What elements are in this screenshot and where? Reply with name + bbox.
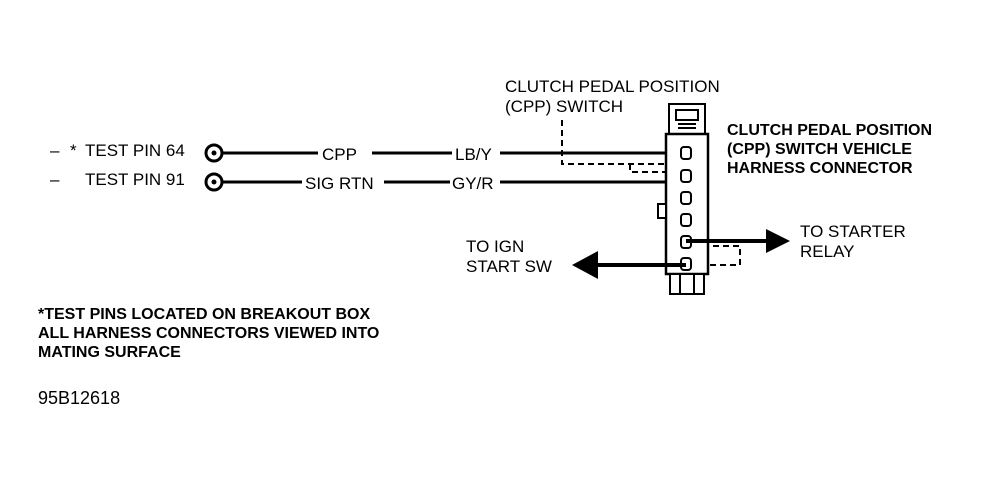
cpp-switch-dashed-lines bbox=[561, 120, 741, 266]
note-line-3: MATING SURFACE bbox=[38, 344, 181, 361]
cpp-wire-color: LB/Y bbox=[455, 145, 492, 164]
connector-label-line-1: CLUTCH PEDAL POSITION bbox=[727, 122, 932, 139]
note-line-1: *TEST PINS LOCATED ON BREAKOUT BOX bbox=[38, 306, 370, 323]
ign-label-line-1: TO IGN bbox=[466, 237, 524, 256]
connector-label-line-3: HARNESS CONNECTOR bbox=[727, 160, 913, 177]
sig-rtn-wire-color: GY/R bbox=[452, 174, 494, 193]
cpp-circuit-label: CPP bbox=[322, 145, 357, 164]
note-line-2: ALL HARNESS CONNECTORS VIEWED INTO bbox=[38, 325, 379, 342]
test-pin-64-asterisk: * bbox=[70, 141, 77, 160]
harness-connector bbox=[657, 103, 710, 295]
starter-relay-arrow-icon bbox=[686, 229, 790, 253]
figure-code: 95B12618 bbox=[38, 388, 120, 408]
test-pin-64-jack-icon bbox=[204, 143, 224, 163]
test-pin-91-dash: – bbox=[50, 170, 60, 189]
switch-label-line-2: (CPP) SWITCH bbox=[505, 97, 623, 116]
test-pin-64-dash: – bbox=[50, 141, 60, 160]
ign-start-arrow-icon bbox=[572, 251, 686, 279]
test-pin-64-label: TEST PIN 64 bbox=[85, 141, 185, 160]
test-pin-91-jack-icon bbox=[204, 172, 224, 192]
ign-label-line-2: START SW bbox=[466, 257, 552, 276]
sig-rtn-circuit-label: SIG RTN bbox=[305, 174, 374, 193]
switch-label-line-1: CLUTCH PEDAL POSITION bbox=[505, 77, 720, 96]
test-pin-91-label: TEST PIN 91 bbox=[85, 170, 185, 189]
starter-label-line-1: TO STARTER bbox=[800, 222, 906, 241]
connector-label-line-2: (CPP) SWITCH VEHICLE bbox=[727, 141, 912, 158]
starter-label-line-2: RELAY bbox=[800, 242, 855, 261]
